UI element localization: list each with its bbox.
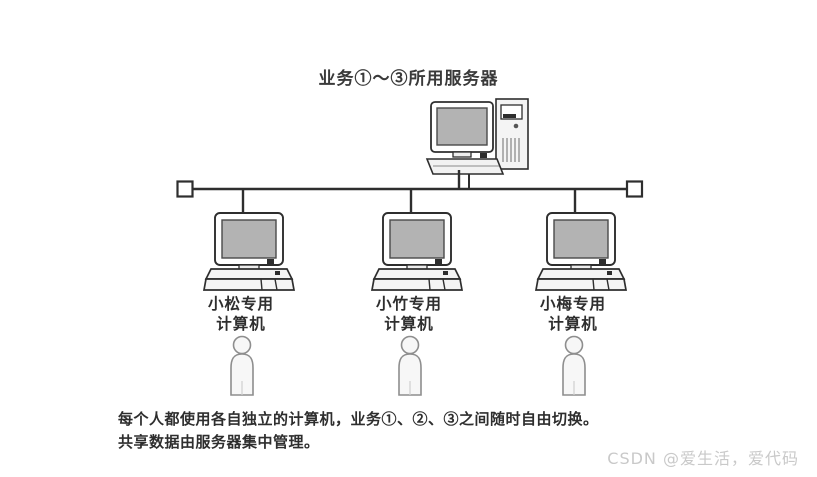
server-title: 业务①～③所用服务器 <box>318 69 499 89</box>
desktop-computer-icon <box>531 211 631 291</box>
client-label-3-line2: 计算机 <box>548 314 598 333</box>
desktop-computer-icon <box>199 211 299 291</box>
client-label-3-line1: 小梅专用 <box>539 294 606 313</box>
bus-terminator-square <box>625 180 644 198</box>
bus-terminator-square <box>176 180 194 198</box>
csdn-watermark: CSDN @爱生活，爱代码 <box>607 449 799 468</box>
client-label-3: 小梅专用 计算机 <box>498 294 648 334</box>
client-label-2-line2: 计算机 <box>384 314 434 333</box>
person-figure-icon <box>226 335 258 397</box>
person-figure-icon <box>558 335 590 397</box>
network-bus-line <box>176 170 644 220</box>
caption-line-2: 共享数据由服务器集中管理。 <box>118 433 320 451</box>
client-label-2: 小竹专用 计算机 <box>334 294 484 334</box>
desktop-computer-icon <box>367 211 467 291</box>
client-label-1-line1: 小松专用 <box>207 294 274 313</box>
caption-line-1: 每个人都使用各自独立的计算机，业务①、②、③之间随时自由切换。 <box>118 410 599 428</box>
client-label-1-line2: 计算机 <box>216 314 266 333</box>
person-figure-icon <box>394 335 426 397</box>
client-label-1: 小松专用 计算机 <box>166 294 316 334</box>
diagram-caption: 每个人都使用各自独立的计算机，业务①、②、③之间随时自由切换。 共享数据由服务器… <box>118 408 718 454</box>
client-label-2-line1: 小竹专用 <box>375 294 442 313</box>
server-computer-icon <box>425 96 540 188</box>
